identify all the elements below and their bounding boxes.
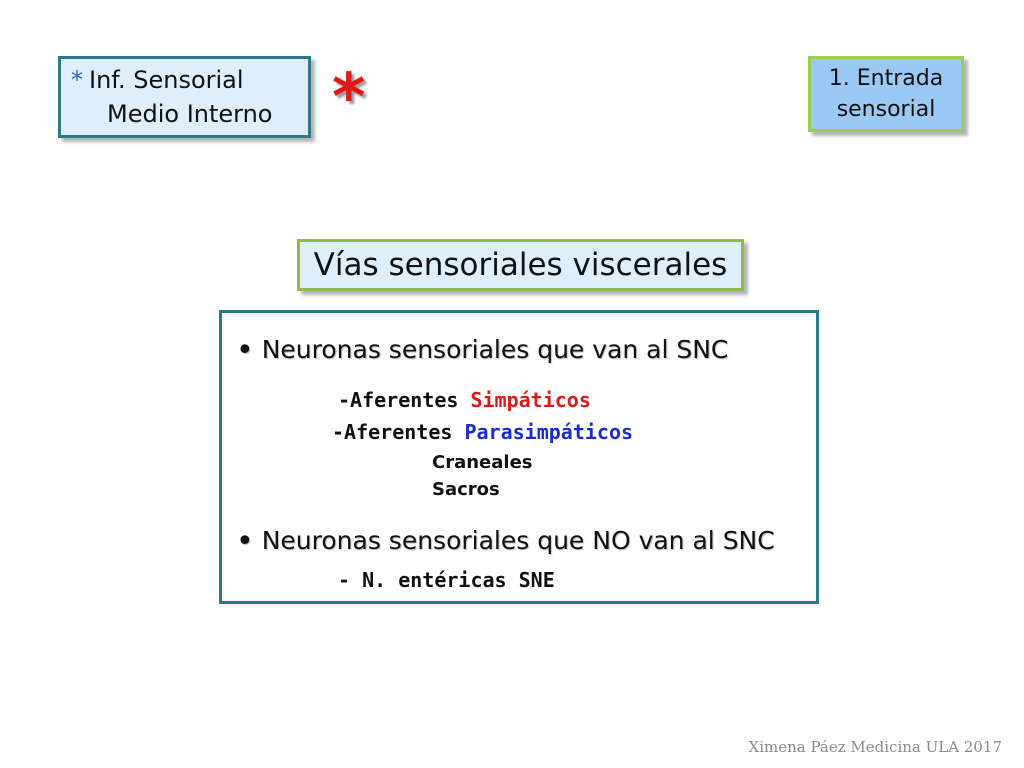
bullet-dot-icon: • xyxy=(236,524,254,559)
aferentes-simpaticos-line: -Aferentes Simpáticos xyxy=(338,388,591,412)
bullet-2-text: Neuronas sensoriales que NO van al SNC xyxy=(261,526,775,555)
inf-sensorial-box: *Inf. Sensorial Medio Interno xyxy=(58,56,311,138)
aferentes-prefix-2: -Aferentes xyxy=(332,420,453,444)
entrada-sensorial-box: 1. Entrada sensorial xyxy=(808,56,964,132)
entrada-line1: 1. Entrada xyxy=(828,66,944,91)
parasimpaticos-text: Parasimpáticos xyxy=(464,420,634,444)
entericas-text: - N. entéricas SNE xyxy=(338,568,555,592)
big-red-asterisk-icon: * xyxy=(332,61,366,135)
aferentes-parasimpaticos-line: -Aferentes Parasimpáticos xyxy=(332,420,633,444)
slide-title: Vías sensoriales viscerales xyxy=(297,239,744,291)
simpaticos-text: Simpáticos xyxy=(470,388,591,412)
asterisk-icon: * xyxy=(71,66,83,94)
medio-interno-text: Medio Interno xyxy=(107,100,273,128)
craneales-text: Craneales xyxy=(432,452,533,473)
entrada-line2: sensorial xyxy=(836,97,936,122)
sacros-text: Sacros xyxy=(432,479,500,500)
bullet-1-text: Neuronas sensoriales que van al SNC xyxy=(261,335,729,364)
inf-sensorial-line1: *Inf. Sensorial xyxy=(71,63,308,97)
inf-sensorial-text: Inf. Sensorial xyxy=(89,66,244,94)
bullet-item-1: •Neuronas sensoriales que van al SNC xyxy=(236,333,728,368)
slide-title-text: Vías sensoriales viscerales xyxy=(313,247,728,283)
content-box: •Neuronas sensoriales que van al SNC -Af… xyxy=(219,310,819,604)
bullet-item-2: •Neuronas sensoriales que NO van al SNC xyxy=(236,524,775,559)
aferentes-prefix-1: -Aferentes xyxy=(338,388,459,412)
bullet-dot-icon: • xyxy=(236,333,254,368)
footer-credit: Ximena Páez Medicina ULA 2017 xyxy=(748,738,1002,756)
